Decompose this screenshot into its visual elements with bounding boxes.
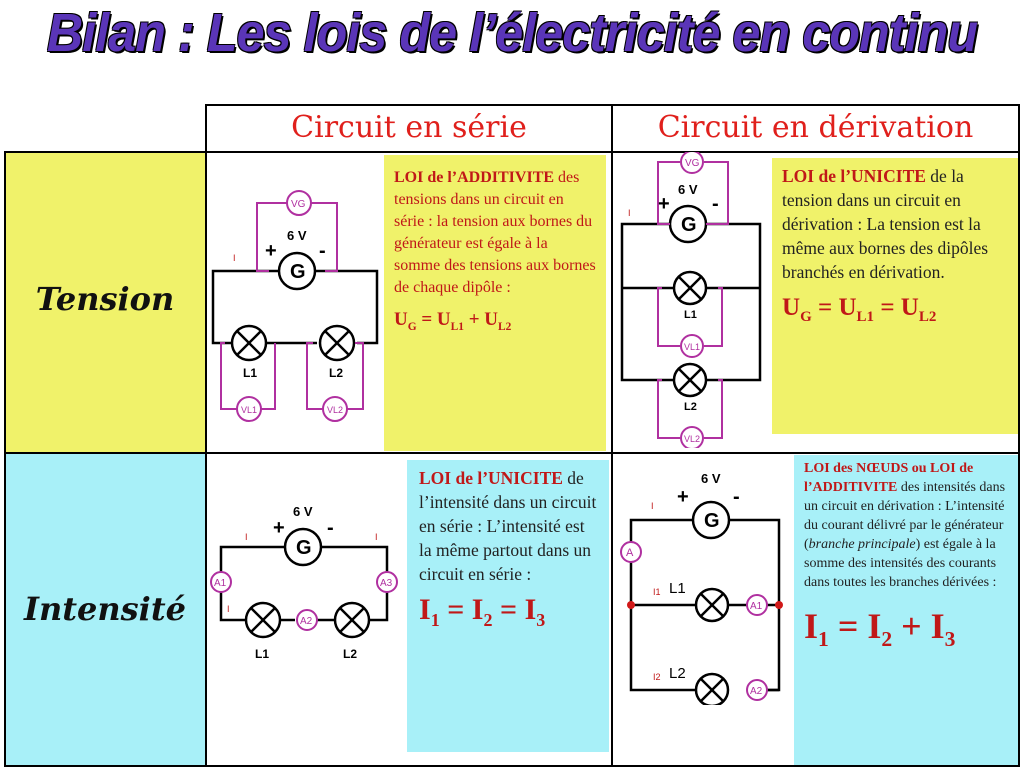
l2-label-2: L2: [684, 401, 697, 413]
l1-label-4: L1: [669, 580, 686, 597]
circuit-tension-serie: VG VL1 VL2 6 V G + - L1 L2 I: [211, 190, 379, 422]
voltage-label-3: 6 V: [293, 504, 313, 519]
grid-left: [4, 151, 6, 767]
grid-col2: [611, 104, 613, 767]
a2-label-2: A2: [750, 686, 763, 697]
l2-label-3: L2: [343, 647, 357, 661]
vl2-label: VL2: [327, 405, 343, 415]
a3-label: A3: [380, 578, 393, 589]
box4-heading: LOI des NŒUDS ou LOI de l’ADDITIVITE: [804, 461, 974, 495]
circuit-intensite-derivation: A A1 A2 6 V G + - L1 L2 I I1 I2: [620, 471, 783, 705]
plus-label-3: +: [273, 517, 285, 539]
circuit-tension-derivation: VG VL1 VL2 6 V G + - L1 L2 I: [620, 152, 762, 448]
vg-label-2: VG: [685, 158, 700, 169]
loi-unicite-tension-box: LOI de l’UNICITE de la tension dans un c…: [772, 158, 1018, 434]
i2-label: I2: [653, 672, 661, 682]
a1-label: A1: [214, 578, 227, 589]
plus-label: +: [265, 240, 277, 262]
voltage-label: 6 V: [287, 228, 307, 243]
vl2-label-2: VL2: [684, 434, 700, 444]
gen-label-2: G: [681, 214, 697, 236]
plus-label-4: +: [677, 486, 689, 508]
minus-label-4: -: [733, 486, 740, 508]
grid-bottom: [4, 765, 1020, 767]
i-label-4: I: [375, 532, 378, 542]
gen-label-3: G: [296, 537, 312, 559]
box4-text2: ) est égale à la somme des intensités de…: [804, 537, 997, 590]
l1-label-3: L1: [255, 647, 269, 661]
row-label-tension: Tension: [35, 280, 175, 318]
voltage-label-4: 6 V: [701, 471, 721, 486]
formula-ug-additivite: UG = UL1 + UL2: [394, 309, 512, 333]
formula-ug-unicite: UG = UL1 = UL2: [782, 294, 937, 325]
minus-label-3: -: [327, 517, 334, 539]
minus-label: -: [319, 240, 326, 262]
gen-label: G: [290, 261, 306, 283]
loi-noeuds-box: LOI des NŒUDS ou LOI de l’ADDITIVITE des…: [794, 455, 1018, 765]
a1-label-2: A1: [750, 601, 763, 612]
a-label: A: [626, 547, 634, 559]
vg-label: VG: [291, 199, 306, 210]
box3-text: de l’intensité dans un circuit en série …: [419, 468, 597, 584]
i-label-3: I: [245, 532, 248, 542]
l1-label-2: L1: [684, 309, 697, 321]
grid-header-bottom: [4, 151, 1020, 153]
loi-additivite-tensions-box: LOI de l’ADDITIVITE des tensions dans un…: [384, 155, 606, 451]
gen-label-4: G: [704, 510, 720, 532]
vl1-label: VL1: [241, 405, 257, 415]
box2-text: de la tension dans un circuit en dérivat…: [782, 166, 989, 282]
grid-right: [1018, 104, 1020, 767]
box4-text1: des intensités dans un circuit en dériva…: [804, 480, 1006, 552]
a2-label: A2: [300, 616, 313, 627]
header-derivation: Circuit en dérivation: [657, 110, 974, 145]
i-label-5: I: [227, 604, 230, 614]
row-label-intensite: Intensité: [24, 590, 186, 628]
formula-i-unicite: I1 = I2 = I3: [419, 593, 546, 631]
grid-middle: [4, 452, 1020, 454]
voltage-label-2: 6 V: [678, 182, 698, 197]
i-label-2: I: [628, 208, 631, 218]
box1-text: des tensions dans un circuit en série : …: [394, 169, 596, 296]
i-label-6: I: [651, 501, 654, 511]
l2-label-4: L2: [669, 665, 686, 682]
plus-label-2: +: [658, 193, 670, 215]
i-label: I: [233, 253, 236, 263]
minus-label-2: -: [712, 193, 719, 215]
l2-label: L2: [329, 366, 343, 380]
vl1-label-2: VL1: [684, 342, 700, 352]
box2-heading: LOI de l’UNICITE: [782, 166, 926, 186]
grid-col1: [205, 104, 207, 767]
box3-heading: LOI de l’UNICITE: [419, 468, 563, 488]
intensite-row-label-bg: [4, 453, 206, 765]
tension-row-label-bg: [4, 152, 206, 452]
formula-i-noeuds: I1 = I2 + I3: [804, 606, 956, 652]
l1-label: L1: [243, 366, 257, 380]
i1-label: I1: [653, 587, 661, 597]
page-title: Bilan : Les lois de l’électricité en con…: [46, 3, 978, 63]
box1-heading: LOI de l’ADDITIVITE: [394, 169, 555, 186]
header-serie: Circuit en série: [291, 110, 527, 145]
loi-unicite-intensite-box: LOI de l’UNICITE de l’intensité dans un …: [407, 460, 609, 752]
circuit-intensite-serie: A1 A3 A2 6 V G + - L1 L2 I I I: [210, 504, 398, 661]
box4-italic: branche principale: [808, 537, 916, 552]
